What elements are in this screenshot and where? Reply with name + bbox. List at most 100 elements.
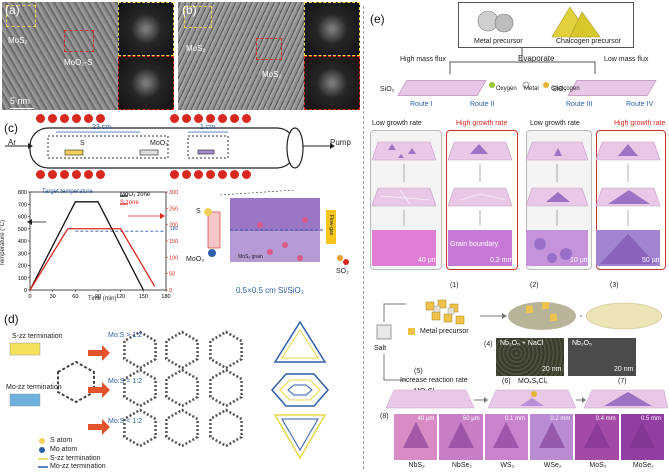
high-rate-left: High growth rate [456,120,507,127]
legend-chalcogen: Chalcogen [551,86,580,92]
low-flux-label: Low mass flux [604,56,648,63]
ratio-lt-label: Mo:S < 1:2 [108,418,142,425]
step-5-label: (5) [414,368,423,375]
y-tick-label: 600 [18,215,27,221]
product-name-label: MoSe₂ [621,462,666,469]
nb2o5-nacl-label: Nb₂O₅ + NaCl [500,340,543,347]
shape-triangle-top [275,322,325,362]
crystal-shape [629,422,655,448]
nb2o5-label: Nb₂O₅ [572,340,592,347]
sio2-left-label: SiO₂ [380,86,394,93]
scale-20nm-a: 20 nm [542,366,561,373]
product-scale-label: 0.1 mm [505,416,525,422]
legend-s-atom: S atom [50,437,72,444]
product-image: 0.1 mm [485,414,528,460]
x-tick-label: 30 [50,294,56,300]
high-rate-right: High growth rate [614,120,665,127]
product-scale-label: 0.2 mm [550,416,570,422]
product-name-label: WSe₂ [530,462,575,469]
grain-boundary-label: Grain boundary [450,241,498,248]
y-tick-label: 100 [18,276,27,282]
phase-label-center: MoO₂-S [64,58,92,67]
chart-xlabel: Time (min) [88,296,116,302]
source-s-label: S [80,140,85,147]
scale-10um: 10 μm [570,257,590,264]
y-tick-label: 800 [18,190,27,196]
step-3-label: (3) [610,282,619,289]
scale-20nm-b: 20 nm [614,366,633,373]
scale-40um: 40 μm [418,257,438,264]
panel-label-e: (e) [370,12,385,26]
step-1-label: (1) [450,282,459,289]
crystal-shape [448,422,474,448]
product-scale-label: 0.5 mm [641,416,661,422]
low-rate-left: Low growth rate [372,120,422,127]
s-zz-label: S-zz termination [12,333,63,340]
y-tick-label: 400 [18,239,27,245]
phase-label-center: MoS₂ [262,70,282,79]
legend-oxygen: Oxygen [496,86,517,92]
route-1-label: Route I [410,101,433,108]
legend-mo-atom: Mo atom [50,446,77,453]
metal-precursor-label: Metal precursor [474,38,523,45]
y-tick-label: 200 [18,264,27,270]
product-image: 0.4 mm [575,414,618,460]
distance-1cm: 1 cm [200,124,215,131]
y-tick-label: 700 [18,202,27,208]
crystal-hexagon [124,410,155,446]
fft-pattern-b1 [304,2,360,56]
crystal-shape [493,422,519,448]
y-tick-label: 300 [18,251,27,257]
mo-zz-label: Mo-zz termination [6,384,62,391]
chart-frame [30,192,166,290]
x-tick-label: 150 [139,294,148,300]
region-box-red [64,30,94,52]
chalcogen-precursor-label: Chalcogen precursor [556,38,621,45]
legend-s-zz: S-zz termination [50,455,101,462]
shape-triangle-bottom [275,415,325,458]
y-right-tick-label: 0 [169,288,172,294]
metal-precursor-label-2: Metal precursor [420,328,469,335]
schematic-flowgas-label: Flow-gas [328,215,334,235]
y-right-tick-label: 250 [169,206,178,212]
ratio-gt-label: Mo:S > 1:2 [108,332,142,339]
precursor-images [460,4,632,38]
fft-pattern-b2 [304,56,360,110]
product-image: 40 μm [394,414,437,460]
schematic-grain-label: MoS₂ grain [238,254,263,260]
panel-label-b: (b) [182,3,197,17]
route-4-label: Route IV [626,101,653,108]
product-name-label: NbS₂ [394,462,439,469]
route-diagrams [370,130,668,270]
crystal-hexagon [166,410,197,446]
crystal-shape [584,422,610,448]
y-right-tick-label: 300 [169,190,178,196]
chart-ylabel: Temperature (°C) [0,220,6,266]
crystal-hexagon [166,370,197,406]
y-tick-label: 500 [18,227,27,233]
x-tick-label: 0 [28,294,31,300]
x-tick-label: 120 [116,294,125,300]
ratio-eq-label: Mo:S = 1:2 [108,378,142,385]
y-right-tick-label: 150 [169,239,178,245]
y-tick-label: 0 [24,288,27,294]
chart-target-temp: Target temperature [42,189,93,195]
product-scale-label: 50 μm [463,416,480,422]
scale-bar [10,108,34,109]
route-3-label: Route III [566,101,592,108]
schematic-moo3-label: MoO₃ [186,256,204,263]
substrate-high-flux [397,80,486,96]
x-tick-label: 60 [72,294,78,300]
increase-rate-label: Increase reaction rate [400,377,468,384]
chart-legend-s: S zone [120,200,139,206]
crystal-hexagon [210,332,241,368]
schematic-so2-label: SO₂ [336,268,349,275]
product-name-label: NbSe₂ [439,462,484,469]
low-rate-right: Low growth rate [530,120,580,127]
fft-pattern-a1 [118,2,174,56]
mo-s-crystal-start [58,362,94,402]
arrowhead-right-red [160,213,165,219]
crystal-hexagon [210,410,241,446]
crystal-hexagon [124,370,155,406]
gas-in-label: Ar [8,138,16,147]
